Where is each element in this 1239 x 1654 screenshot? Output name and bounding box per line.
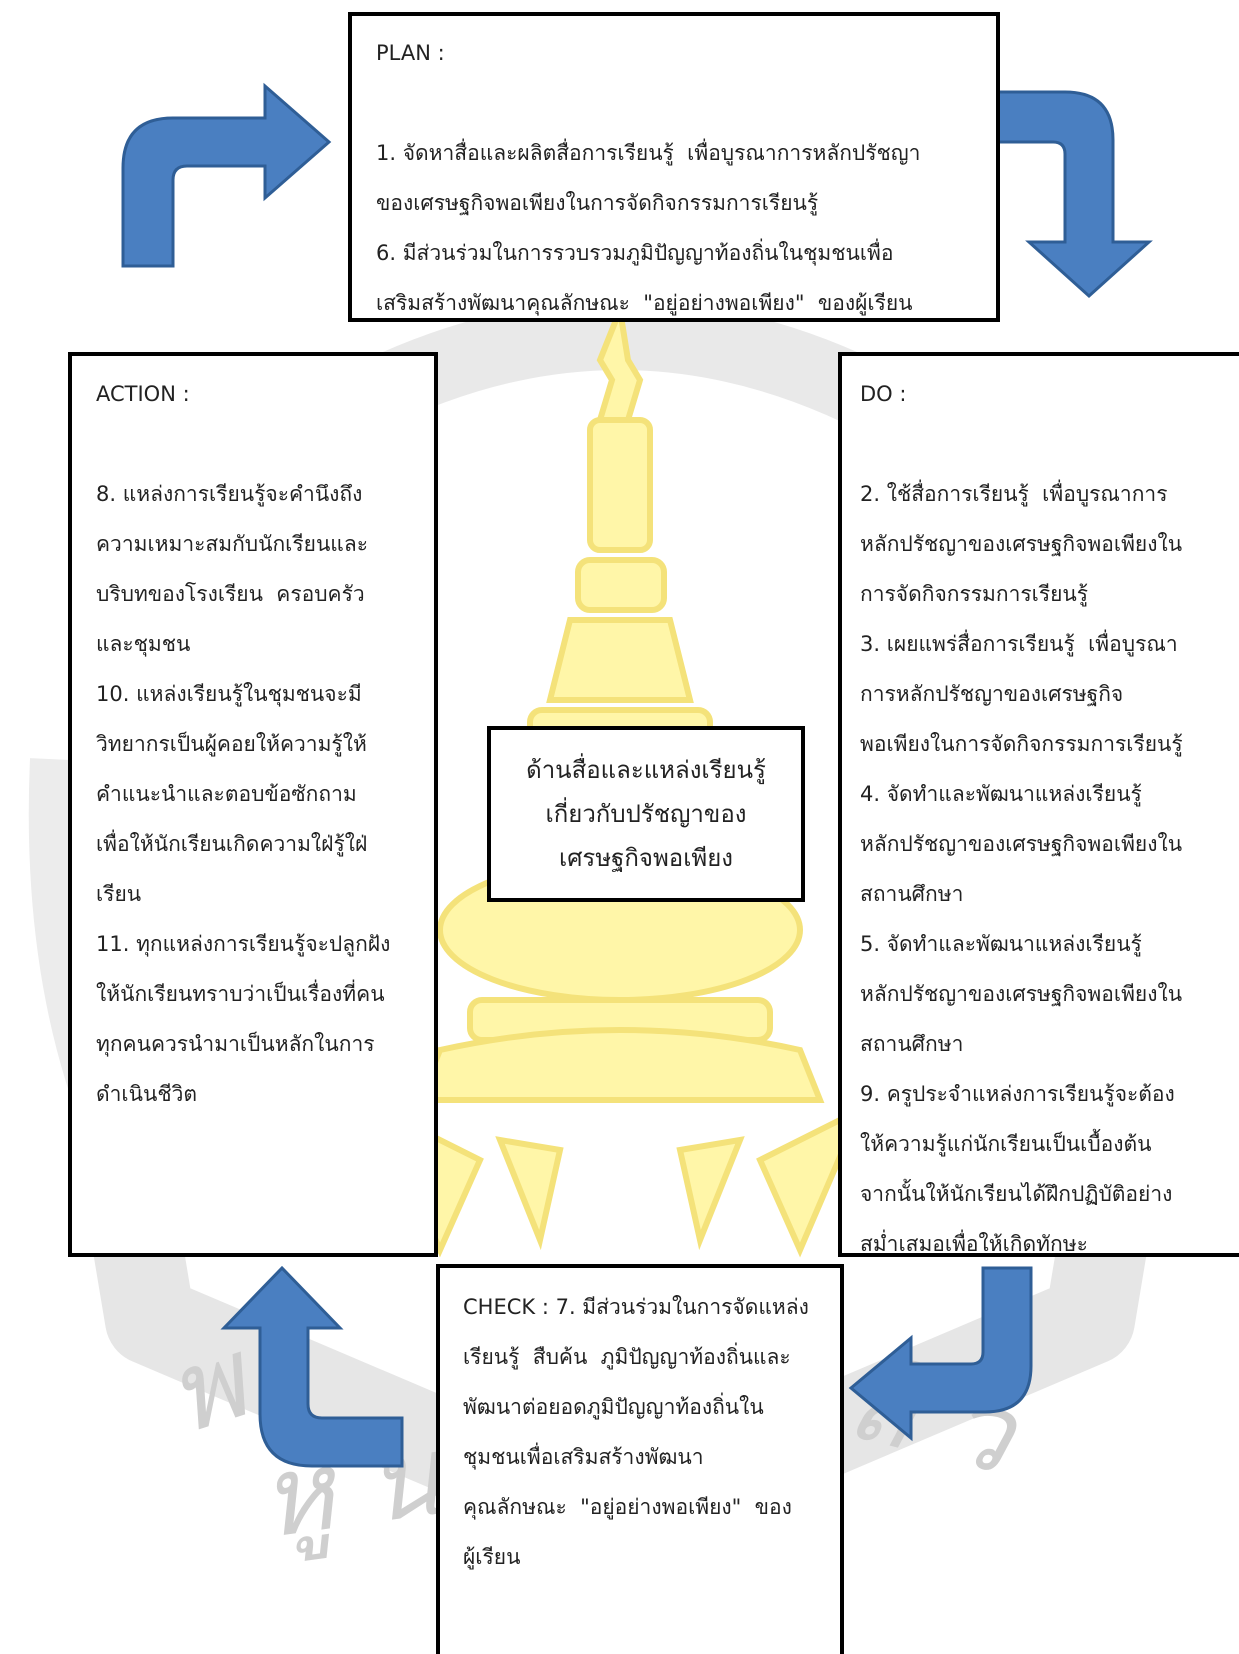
plan-line: 1. จัดหาสื่อและผลิตสื่อการเรียนรู้ เพื่อ… (376, 141, 921, 165)
action-line: เรียน (96, 882, 142, 906)
arrow-do-to-check (848, 1266, 1033, 1442)
do-line: 4. จัดทำและพัฒนาแหล่งเรียนรู้ (860, 782, 1142, 806)
action-line: บริบทของโรงเรียน ครอบครัว (96, 582, 365, 606)
do-line: การจัดกิจกรรมการเรียนรู้ (860, 582, 1089, 606)
do-line: การหลักปรัชญาของเศรษฐกิจ (860, 682, 1124, 706)
do-line: สถานศึกษา (860, 1032, 964, 1056)
do-line: หลักปรัชญาของเศรษฐกิจพอเพียงใน (860, 832, 1183, 856)
action-line: ดำเนินชีวิต (96, 1082, 198, 1106)
plan-line: เสริมสร้างพัฒนาคุณลักษณะ "อยู่อย่างพอเพี… (376, 291, 913, 315)
plan-heading: PLAN : (376, 41, 445, 65)
arrow-action-to-plan (121, 82, 332, 268)
action-line: 10. แหล่งเรียนรู้ในชุมชนจะมี (96, 682, 362, 706)
check-line: ชุมชนเพื่อเสริมสร้างพัฒนา (463, 1445, 704, 1469)
check-line: เรียนรู้ สืบค้น ภูมิปัญญาท้องถิ่นและ (463, 1345, 791, 1369)
do-box: DO : 2. ใช้สื่อการเรียนรู้ เพื่อบูรณาการ… (838, 352, 1239, 1257)
center-topic-box: ด้านสื่อและแหล่งเรียนรู้ เกี่ยวกับปรัชญา… (487, 726, 805, 902)
center-line: เกี่ยวกับปรัชญาของ (545, 800, 747, 828)
check-box: CHECK : 7. มีส่วนร่วมในการจัดแหล่ง เรียน… (436, 1264, 844, 1654)
check-line: พัฒนาต่อยอดภูมิปัญญาท้องถิ่นใน (463, 1395, 764, 1419)
action-line: และชุมชน (96, 632, 191, 656)
do-line: ให้ความรู้แก่นักเรียนเป็นเบื้องต้น (860, 1132, 1152, 1156)
arrow-check-to-action (220, 1265, 404, 1468)
action-line: ให้นักเรียนทราบว่าเป็นเรื่องที่คน (96, 982, 385, 1006)
do-line: สถานศึกษา (860, 882, 964, 906)
do-line: 5. จัดทำและพัฒนาแหล่งเรียนรู้ (860, 932, 1142, 956)
center-line: ด้านสื่อและแหล่งเรียนรู้ (526, 756, 766, 784)
action-line: วิทยากรเป็นผู้คอยให้ความรู้ให้ (96, 732, 367, 756)
plan-line: 6. มีส่วนร่วมในการรวบรวมภูมิปัญญาท้องถิ่… (376, 241, 894, 265)
do-line: 2. ใช้สื่อการเรียนรู้ เพื่อบูรณาการ (860, 482, 1168, 506)
action-line: 8. แหล่งการเรียนรู้จะคำนึงถึง (96, 482, 363, 506)
do-line: สม่ำเสมอเพื่อให้เกิดทักษะ (860, 1232, 1088, 1256)
action-box: ACTION : 8. แหล่งการเรียนรู้จะคำนึงถึง ค… (68, 352, 438, 1257)
do-line: หลักปรัชญาของเศรษฐกิจพอเพียงใน (860, 982, 1183, 1006)
do-line: 9. ครูประจำแหล่งการเรียนรู้จะต้อง (860, 1082, 1175, 1106)
arrow-plan-to-do (967, 90, 1153, 299)
action-line: 11. ทุกแหล่งการเรียนรู้จะปลูกฝัง (96, 932, 391, 956)
do-heading: DO : (860, 382, 907, 406)
action-heading: ACTION : (96, 382, 190, 406)
do-line: 3. เผยแพร่สื่อการเรียนรู้ เพื่อบูรณา (860, 632, 1178, 656)
check-line: CHECK : 7. มีส่วนร่วมในการจัดแหล่ง (463, 1295, 809, 1319)
do-line: จากนั้นให้นักเรียนได้ฝึกปฏิบัติอย่าง (860, 1182, 1173, 1206)
action-line: ทุกคนควรนำมาเป็นหลักในการ (96, 1032, 375, 1056)
check-line: คุณลักษณะ "อยู่อย่างพอเพียง" ของ (463, 1495, 792, 1519)
do-line: พอเพียงในการจัดกิจกรรมการเรียนรู้ (860, 732, 1183, 756)
action-line: เพื่อให้นักเรียนเกิดความใฝ่รู้ใฝ่ (96, 832, 368, 856)
plan-box: PLAN : 1. จัดหาสื่อและผลิตสื่อการเรียนรู… (348, 12, 1000, 322)
action-line: ความเหมาะสมกับนักเรียนและ (96, 532, 368, 556)
center-line: เศรษฐกิจพอเพียง (558, 844, 734, 872)
do-line: หลักปรัชญาของเศรษฐกิจพอเพียงใน (860, 532, 1183, 556)
action-line: คำแนะนำและตอบข้อซักถาม (96, 782, 357, 806)
plan-line: ของเศรษฐกิจพอเพียงในการจัดกิจกรรมการเรีย… (376, 191, 819, 215)
check-line: ผู้เรียน (463, 1545, 521, 1569)
